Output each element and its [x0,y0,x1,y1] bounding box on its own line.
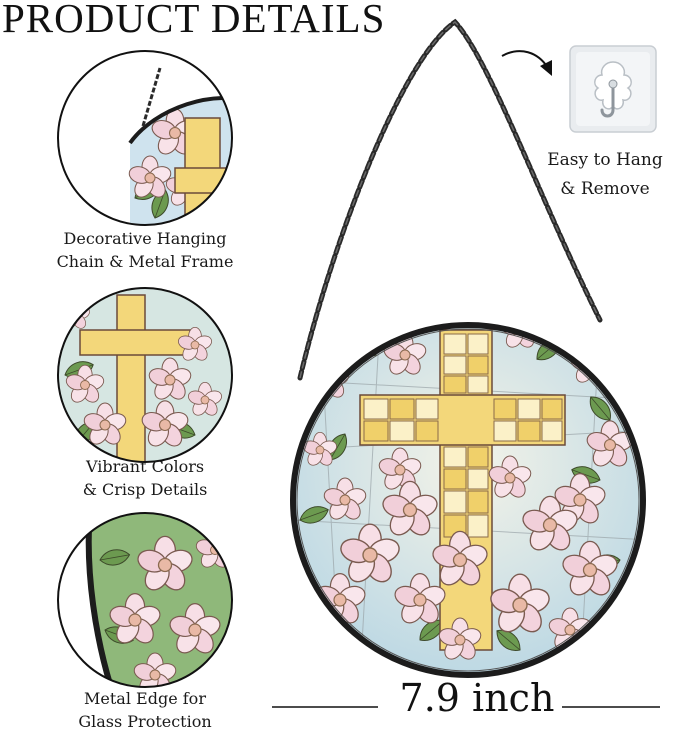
detail-colors-image [57,287,233,463]
curved-arrow-icon [501,50,552,76]
caption-colors: Vibrant Colors & Crisp Details [40,455,250,501]
detail-metal-edge-image [57,512,233,688]
caption-line: & Remove [560,179,650,199]
adhesive-hook-icon [569,45,657,133]
caption-line: Vibrant Colors [85,457,205,476]
caption-line: Chain & Metal Frame [56,252,234,271]
size-label: 7.9 inch [399,676,555,720]
caption-hook: Easy to Hang & Remove [530,146,679,204]
detail-chain-frame-image [57,50,233,226]
caption-metal-edge: Metal Edge for Glass Protection [40,687,250,733]
caption-line: Glass Protection [78,712,212,731]
metal-frame [290,322,646,678]
caption-line: Easy to Hang [547,150,663,170]
caption-line: & Crisp Details [82,480,208,499]
caption-line: Metal Edge for [84,689,206,708]
caption-line: Decorative Hanging [63,229,227,248]
page-title: PRODUCT DETAILS [2,0,386,41]
size-dimension-line [272,706,660,708]
caption-chain-frame: Decorative Hanging Chain & Metal Frame [40,227,250,273]
cross-motif [359,329,566,651]
